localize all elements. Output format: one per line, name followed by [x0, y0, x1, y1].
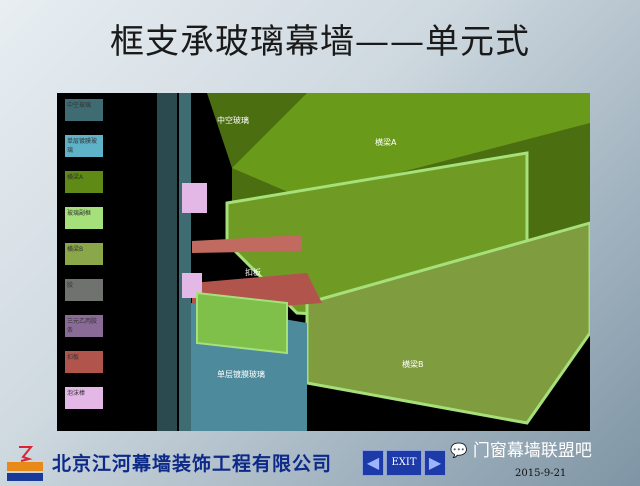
company-name: 北京江河幕墙装饰工程有限公司 — [52, 453, 333, 475]
legend-item: 泡沫棒 — [65, 387, 103, 409]
glass-subframe — [196, 291, 288, 355]
legend-item: 横梁B — [65, 243, 103, 265]
legend-item: 玻璃副框 — [65, 207, 103, 229]
insulating-glass-pane — [157, 93, 177, 431]
section-drawing: 中空玻璃 横梁A 扣板 单层镀膜玻璃 横梁B — [157, 93, 590, 431]
legend-item: 三元乙丙胶条 — [65, 315, 103, 337]
next-button[interactable]: ▶ — [424, 450, 446, 476]
legend-item: 单层镀膜玻璃 — [65, 135, 103, 157]
company-logo — [7, 446, 43, 481]
label-beam-b: 横梁B — [402, 359, 424, 369]
prev-button[interactable]: ◀ — [362, 450, 384, 476]
beam-a-top — [232, 93, 590, 198]
footer: 北京江河幕墙装饰工程有限公司 ◀ EXIT ▶ 💬 门窗幕墙联盟吧 2015-9… — [0, 440, 640, 486]
insulating-glass-pane-inner — [179, 93, 191, 431]
label-insulating-glass: 中空玻璃 — [217, 115, 249, 125]
label-beam-a: 横梁A — [375, 137, 397, 147]
date: 2015-9-21 — [515, 468, 567, 479]
label-cover-plate: 扣板 — [245, 267, 261, 277]
foam-rod-lower — [182, 273, 202, 298]
label-single-glass: 单层镀膜玻璃 — [217, 369, 265, 379]
wechat-icon: 💬 — [450, 443, 468, 459]
legend-item: 胶 — [65, 279, 103, 301]
cover-plate-top — [192, 235, 302, 253]
foam-rod-upper — [182, 183, 207, 213]
wechat-watermark: 💬 门窗幕墙联盟吧 — [450, 440, 592, 462]
exit-button[interactable]: EXIT — [386, 450, 422, 476]
legend-item: 横梁A — [65, 171, 103, 193]
legend-item: 扣板 — [65, 351, 103, 373]
slide-title: 框支承玻璃幕墙——单元式 — [110, 22, 530, 62]
wechat-account: 门窗幕墙联盟吧 — [472, 441, 592, 461]
legend-item: 中空玻璃 — [65, 99, 103, 121]
legend: 中空玻璃单层镀膜玻璃横梁A 玻璃副框横梁B 胶三元乙丙胶条扣板泡沫棒 — [65, 99, 105, 423]
